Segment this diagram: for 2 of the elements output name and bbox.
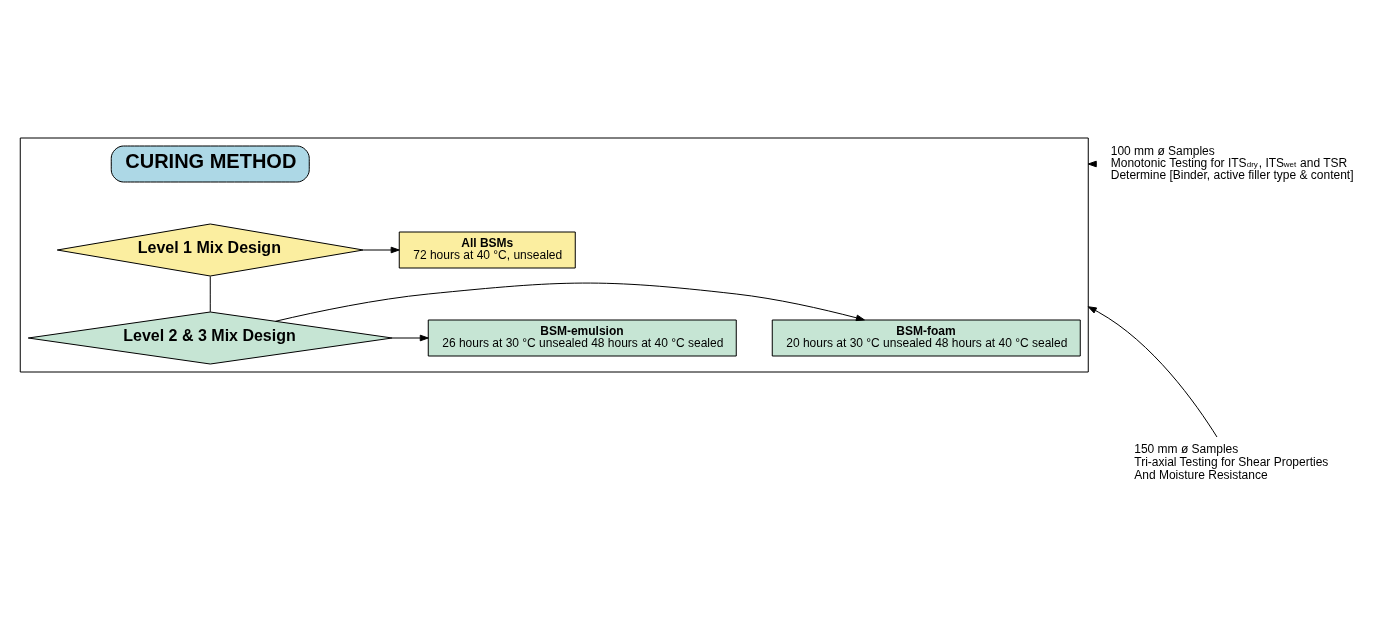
node-text: 100 mm ø Samples Monotonic Testing for ITSdry, ITSwet and TSR Determine [Binder, active filler type & content]	[1110, 143, 1354, 182]
node-text: 150 mm ø Samples Tri-axial Testing for Shear Properties And Moisture Resistance	[1134, 441, 1329, 482]
